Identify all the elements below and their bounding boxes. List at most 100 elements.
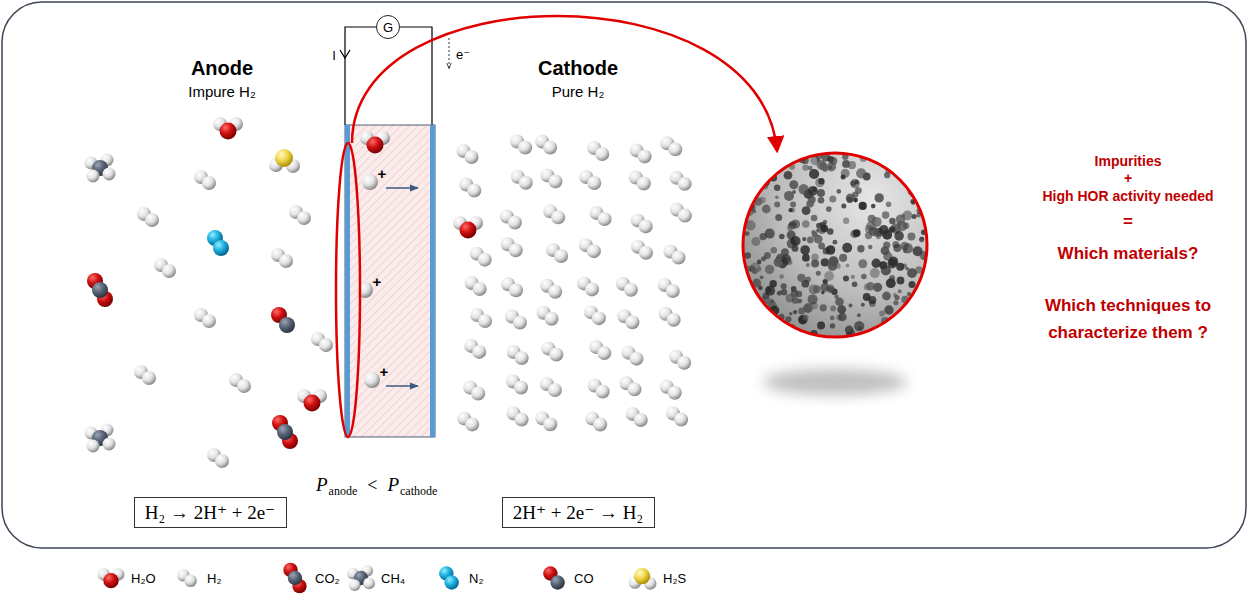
molecule xyxy=(207,448,229,468)
atom xyxy=(213,240,229,256)
atom xyxy=(548,383,562,397)
nanoparticle xyxy=(806,200,814,208)
nanoparticle xyxy=(837,189,842,194)
molecule xyxy=(511,170,533,190)
molecule xyxy=(670,171,692,191)
nanoparticle xyxy=(837,305,846,314)
nanoparticle xyxy=(745,231,750,236)
nanoparticle xyxy=(774,185,780,191)
atom xyxy=(162,264,176,278)
atom xyxy=(666,284,680,298)
pressure-symbol: P xyxy=(387,474,399,496)
atom xyxy=(363,578,375,590)
nanoparticle xyxy=(868,245,873,250)
equation-box: H₂ → 2H⁺ + 2e⁻ xyxy=(134,497,287,528)
current-arrow xyxy=(340,50,350,58)
nanoparticle xyxy=(912,214,917,219)
molecule xyxy=(465,276,487,296)
equation-box: 2H⁺ + 2e⁻ → H₂ xyxy=(502,497,655,528)
legend-text: N₂ xyxy=(469,571,483,586)
nanoparticle xyxy=(851,275,855,279)
molecule xyxy=(229,373,251,393)
nanoparticle xyxy=(859,202,867,210)
molecule xyxy=(577,276,599,296)
molecule xyxy=(666,407,688,427)
nanoparticle xyxy=(788,260,793,265)
molecule xyxy=(587,141,609,161)
molecule xyxy=(457,144,479,164)
nanoparticle xyxy=(896,215,906,225)
nanoparticles xyxy=(742,153,933,339)
nanoparticle xyxy=(802,164,808,170)
nanoparticle xyxy=(802,206,811,215)
legend-text: CO₂ xyxy=(315,571,340,586)
nanoparticle xyxy=(889,218,896,225)
nanoparticle xyxy=(841,175,846,180)
nanoparticle xyxy=(808,186,818,196)
molecule xyxy=(620,376,642,396)
atom xyxy=(592,311,606,325)
molecule xyxy=(85,154,116,183)
nanoparticle xyxy=(886,278,896,288)
pressure-subscript: anode xyxy=(329,484,358,499)
atom xyxy=(319,338,333,352)
galvanometer-symbol: G xyxy=(376,15,400,39)
atom xyxy=(237,379,251,393)
atom xyxy=(585,282,599,296)
atom xyxy=(297,211,311,225)
atom xyxy=(103,438,116,451)
nanoparticle xyxy=(762,205,771,214)
nanoparticle xyxy=(828,261,837,270)
atom xyxy=(215,454,229,468)
nanoparticle xyxy=(882,230,892,240)
nanoparticle xyxy=(881,265,891,275)
equation-text: H₂ → 2H⁺ + 2e⁻ xyxy=(145,501,275,524)
nanoparticle xyxy=(757,267,762,272)
nanoparticle xyxy=(882,211,890,219)
nanoparticle xyxy=(884,305,893,314)
atom xyxy=(202,314,216,328)
outer-frame xyxy=(2,2,1246,548)
tem-frame xyxy=(743,153,927,337)
equation-text: 2H⁺ + 2e⁻ → H₂ xyxy=(513,501,643,524)
atom xyxy=(202,176,216,190)
nanoparticle xyxy=(842,160,850,168)
atom xyxy=(103,573,118,588)
nanoparticle xyxy=(806,263,810,267)
atom xyxy=(543,417,557,431)
nanoparticle xyxy=(920,239,924,243)
atom xyxy=(543,141,557,155)
molecule xyxy=(347,565,375,591)
nanoparticle xyxy=(879,311,885,317)
molecule xyxy=(439,566,459,589)
molecule xyxy=(289,205,311,225)
question-text: Which techniques to characterize them ? xyxy=(1023,292,1233,346)
molecule xyxy=(546,243,568,263)
atom xyxy=(549,347,563,361)
atom xyxy=(667,313,681,327)
molecule xyxy=(98,568,125,588)
nanoparticle xyxy=(907,268,917,278)
nanoparticle xyxy=(843,218,849,224)
nanoparticle xyxy=(822,166,828,172)
molecule xyxy=(470,308,492,328)
electrode xyxy=(430,125,435,437)
molecule xyxy=(453,216,483,239)
molecule xyxy=(272,415,298,449)
molecule xyxy=(630,143,652,163)
nanoparticle xyxy=(771,247,778,254)
nanoparticle xyxy=(817,189,825,197)
molecule xyxy=(464,339,486,359)
nanoparticle xyxy=(775,195,779,199)
molecule xyxy=(631,213,653,233)
molecule xyxy=(271,248,293,268)
nanoparticle xyxy=(823,220,828,225)
nanoparticle xyxy=(873,283,882,292)
comparison-sign: < xyxy=(367,475,377,496)
nanoparticle xyxy=(808,166,813,171)
atom xyxy=(472,345,486,359)
nanoparticle xyxy=(846,193,855,202)
nanoparticle xyxy=(858,326,862,330)
nanoparticle xyxy=(919,237,924,242)
